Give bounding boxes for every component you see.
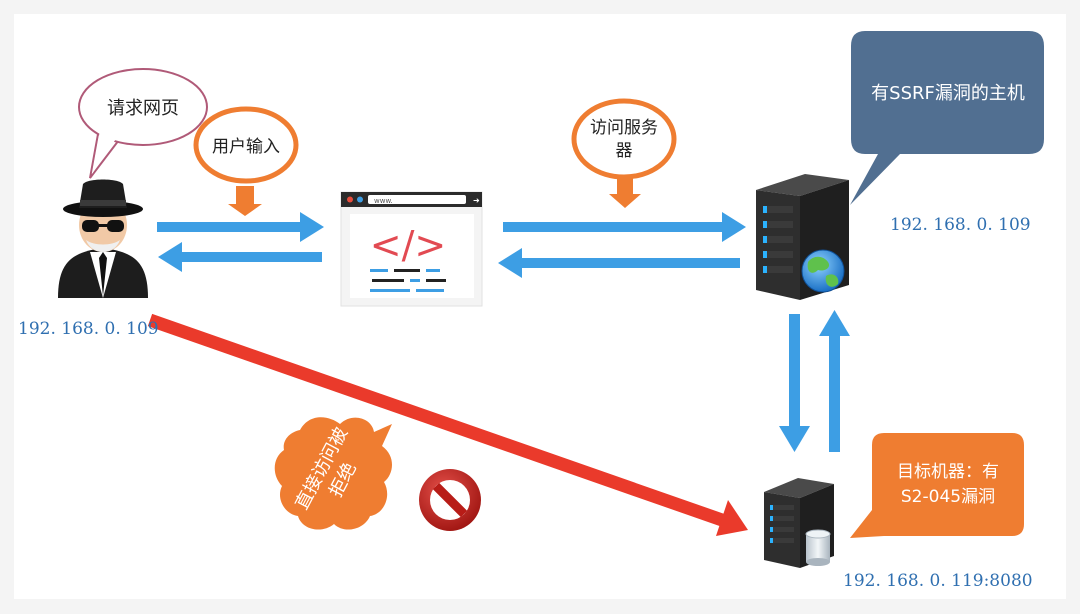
attacker-to-browser-arrow	[157, 212, 324, 242]
ssrf-host-callout: 有SSRF漏洞的主机	[850, 31, 1044, 205]
no-entry-icon	[419, 469, 481, 531]
attacker-ip: 192. 168. 0. 109	[18, 319, 159, 339]
request-page-label: 请求网页	[107, 98, 179, 119]
target-to-host-arrow	[819, 310, 850, 452]
rejected-splat-callout: 直接访问被 拒绝	[274, 417, 392, 530]
database-icon	[805, 529, 831, 566]
browser-window-icon: www. ➜ </>	[340, 191, 483, 307]
host-to-browser-arrow	[498, 248, 740, 278]
globe-icon	[801, 249, 845, 293]
target-machine-label-line1: 目标机器：有	[897, 462, 999, 482]
ssrf-host-label: 有SSRF漏洞的主机	[871, 83, 1025, 104]
host-to-target-arrow	[779, 314, 810, 452]
attacker-icon	[58, 179, 148, 298]
direct-access-arrow	[147, 313, 748, 536]
user-input-label: 用户输入	[212, 137, 280, 157]
code-symbol: </>	[370, 223, 446, 267]
target-machine-label-line2: S2-045漏洞	[901, 487, 995, 507]
browser-to-host-arrow	[503, 212, 746, 242]
browser-url: www.	[374, 197, 393, 205]
browser-forward-icon: ➜	[473, 196, 480, 205]
target-ip: 192. 168. 0. 119:8080	[843, 571, 1033, 591]
request-page-bubble: 请求网页	[78, 68, 208, 179]
ssrf-host-ip: 192. 168. 0. 109	[890, 215, 1031, 235]
target-machine-callout: 目标机器：有 S2-045漏洞	[850, 433, 1024, 538]
access-server-label-line2: 器	[616, 141, 633, 161]
access-server-callout: 访问服务 器	[571, 98, 677, 208]
access-server-label-line1: 访问服务	[590, 118, 658, 138]
user-input-callout: 用户输入	[193, 106, 299, 216]
browser-to-attacker-arrow	[158, 242, 322, 272]
